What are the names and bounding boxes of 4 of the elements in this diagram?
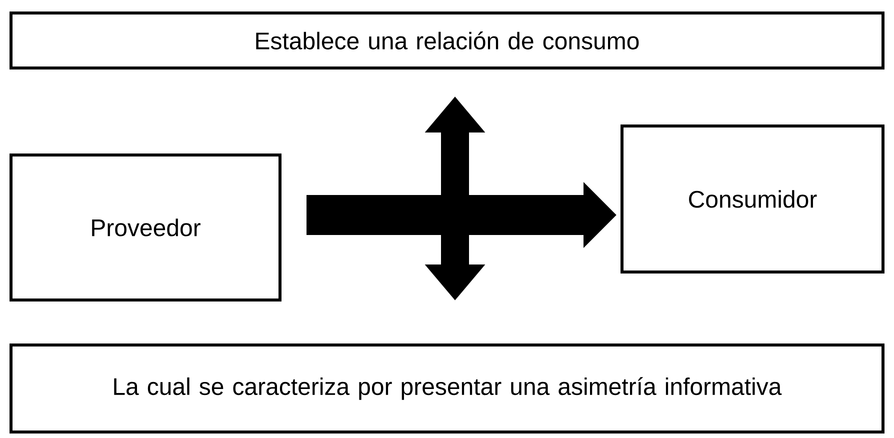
text-box: Establece una relación de consumo xyxy=(10,12,884,70)
text-box: La cual se caracteriza por presentar una asimetría informativa xyxy=(10,344,884,434)
text-box: Consumidor xyxy=(620,124,884,274)
text-box: Proveedor xyxy=(10,154,282,302)
